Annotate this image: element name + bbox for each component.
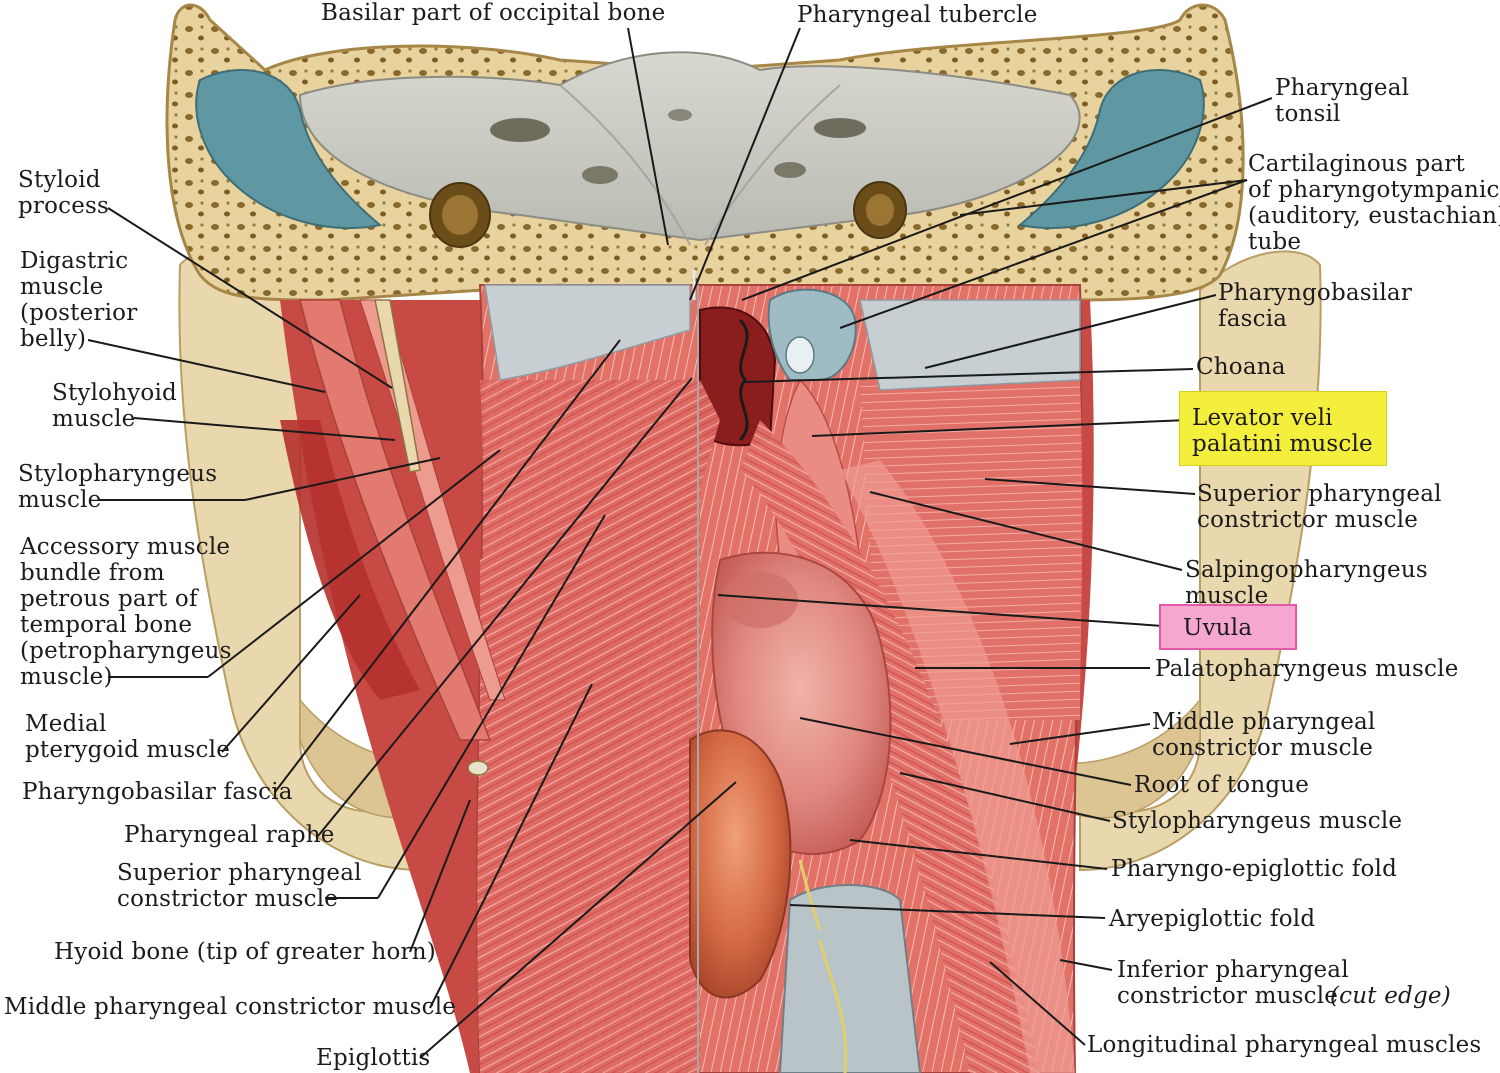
label-middle-constrictor-right: Middle pharyngeal constrictor muscle	[1152, 709, 1376, 761]
label-inferior-constrictor: Inferior pharyngeal constrictor muscle	[1117, 957, 1349, 1009]
label-pharyngeal-tonsil: Pharyngeal tonsil	[1275, 75, 1410, 127]
label-epiglottis: Epiglottis	[316, 1045, 431, 1071]
label-superior-constrictor-right: Superior pharyngeal constrictor muscle	[1197, 481, 1442, 533]
leader-lines	[87, 27, 1273, 1059]
label-digastric-muscle: Digastric muscle (posterior belly)	[20, 248, 138, 352]
label-styloid-process: Styloid process	[18, 167, 110, 219]
label-cartilaginous-tube: Cartilaginous part of pharyngotympanic (…	[1248, 151, 1500, 255]
label-stylopharyngeus-right: Stylopharyngeus muscle	[1112, 808, 1403, 834]
label-levator-veli-palatini: Levator veli palatini muscle	[1192, 405, 1373, 457]
label-pharyngeal-tubercle: Pharyngeal tubercle	[797, 2, 1038, 28]
label-cut-edge-note: (cut edge)	[1330, 983, 1451, 1009]
levator-veli-highlight	[1179, 391, 1387, 466]
label-palatopharyngeus: Palatopharyngeus muscle	[1155, 656, 1459, 682]
label-basilar-part: Basilar part of occipital bone	[321, 0, 666, 26]
label-hyoid-bone: Hyoid bone (tip of greater horn)	[54, 939, 436, 965]
label-root-of-tongue: Root of tongue	[1134, 772, 1310, 798]
label-stylopharyngeus-left: Stylopharyngeus muscle	[18, 461, 218, 513]
label-longitudinal-muscles: Longitudinal pharyngeal muscles	[1087, 1032, 1482, 1058]
label-aryepiglottic-fold: Aryepiglottic fold	[1109, 906, 1316, 932]
label-pharyngeal-raphe: Pharyngeal raphe	[124, 822, 335, 848]
label-pharyngobasilar-left: Pharyngobasilar fascia	[22, 779, 293, 805]
label-inferior-constrictor-text: Inferior pharyngeal constrictor muscle	[1117, 957, 1349, 1009]
label-stylohyoid-muscle: Stylohyoid muscle	[52, 380, 177, 432]
label-uvula: Uvula	[1183, 615, 1253, 641]
label-pharyngobasilar-right: Pharyngobasilar fascia	[1218, 280, 1413, 332]
label-choana: Choana	[1196, 354, 1286, 380]
label-accessory-muscle: Accessory muscle bundle from petrous par…	[20, 534, 232, 690]
label-pharyngo-epiglottic-fold: Pharyngo-epiglottic fold	[1111, 856, 1398, 882]
label-superior-constrictor-left: Superior pharyngeal constrictor muscle	[117, 860, 362, 912]
uvula-highlight	[1159, 604, 1297, 650]
label-middle-constrictor-left: Middle pharyngeal constrictor muscle	[4, 994, 457, 1020]
label-salpingopharyngeus: Salpingopharyngeus muscle	[1185, 557, 1428, 609]
label-medial-pterygoid: Medial pterygoid muscle	[25, 711, 231, 763]
